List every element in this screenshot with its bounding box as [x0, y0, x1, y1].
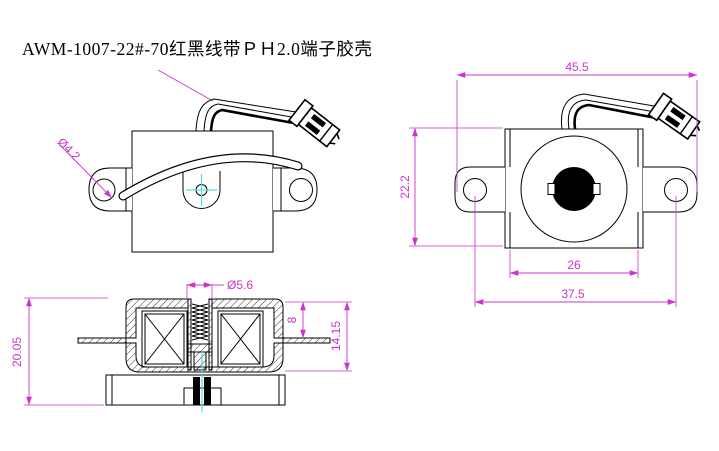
dim-overall-width-label: 45.5 — [565, 60, 589, 74]
dim-core-width: 26 — [509, 250, 639, 278]
front-center-pocket — [182, 171, 221, 209]
dim-core-width-label: 26 — [567, 258, 581, 272]
dim-section-height: 14.15 — [285, 301, 352, 372]
top-body-inner-walls — [509, 129, 639, 248]
front-wire-connector — [288, 98, 346, 153]
section-coil-left — [141, 310, 188, 368]
dim-body-height: 22.2 — [398, 127, 503, 247]
dim-overall-height: 20.05 — [10, 297, 108, 406]
section-flange-right — [282, 337, 331, 344]
section-flange-left — [77, 337, 127, 344]
section-view: Ø5.6 8 14.15 20.05 — [10, 278, 352, 412]
front-center-mark — [186, 174, 217, 206]
top-wires — [560, 93, 657, 130]
dim-bore-dia-label: Ø5.6 — [227, 278, 253, 292]
drawing-title: AWM-1007-22#-70红黑线带ＰＨ2.0端子胶壳 — [22, 39, 373, 59]
dim-hole-pitch-label: 37.5 — [561, 287, 585, 301]
dim-section-height-label: 14.15 — [329, 321, 343, 351]
section-spring — [191, 303, 209, 341]
title-leader-line — [157, 69, 214, 102]
front-draped-wire — [118, 153, 303, 201]
section-plunger — [187, 343, 213, 371]
section-center-channel — [187, 298, 213, 371]
dim-body-height-label: 22.2 — [398, 175, 412, 199]
dim-hole-pitch: 37.5 — [474, 196, 677, 307]
dim-overall-width: 45.5 — [456, 60, 698, 192]
front-wires — [195, 98, 300, 132]
front-right-ear-hole — [289, 178, 313, 202]
front-right-ear — [273, 167, 318, 212]
section-coil-right — [217, 310, 264, 368]
top-left-ear — [454, 166, 505, 213]
dim-inner-height-label: 8 — [285, 316, 299, 323]
top-core-circle — [552, 167, 596, 211]
section-housing — [77, 298, 331, 373]
front-view: Ø4.2 — [55, 69, 346, 253]
dim-ear-hole-dia-label: Ø4.2 — [55, 135, 84, 164]
top-core-notch-left — [547, 183, 556, 195]
top-right-ear — [643, 166, 698, 213]
dim-inner-height: 8 — [285, 301, 352, 339]
top-core-notch-right — [592, 183, 601, 195]
dim-overall-height-label: 20.05 — [10, 337, 24, 367]
dim-bore-dia: Ø5.6 — [186, 278, 253, 298]
top-view: 45.5 22.2 26 37.5 — [398, 60, 707, 307]
